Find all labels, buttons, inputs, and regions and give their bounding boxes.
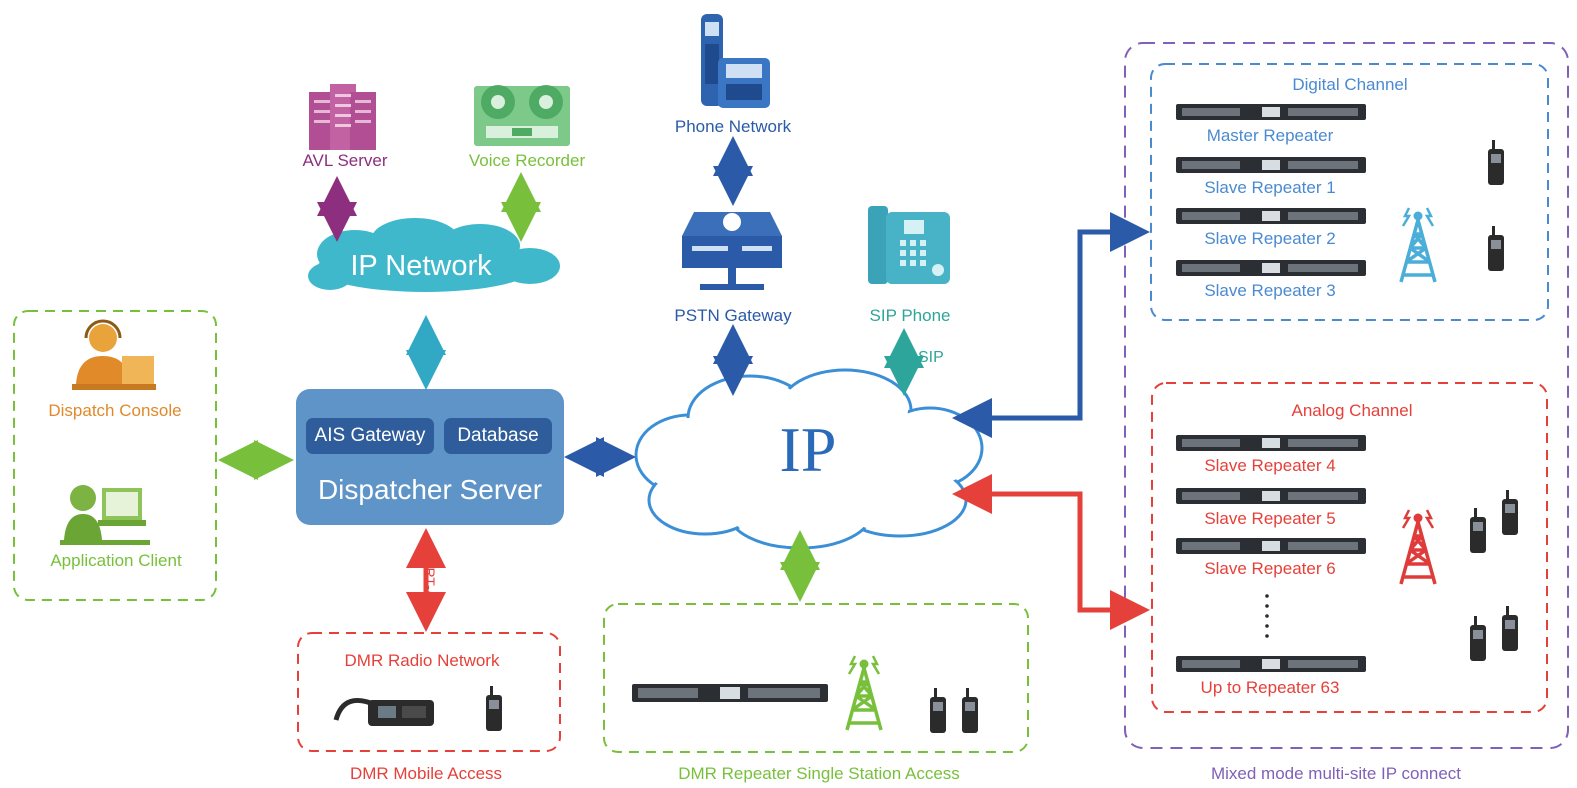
digital-repeater-label: Slave Repeater 3	[1204, 281, 1336, 300]
handheld-radio-icon	[1502, 606, 1518, 651]
repeater-unit-icon	[1176, 488, 1366, 504]
handheld-radio-icon	[1470, 616, 1486, 661]
dispatch-console-label: Dispatch Console	[48, 401, 182, 420]
analog-repeater-label: Slave Repeater 6	[1204, 559, 1336, 578]
handheld-radio-icon	[930, 688, 946, 733]
repeater-unit-icon	[1176, 656, 1366, 672]
dispatcher-server-label: Dispatcher Server	[317, 474, 543, 505]
cordless-phone-icon	[701, 14, 770, 108]
uart-api-label: UART-API	[422, 548, 438, 613]
digital-repeater-label: Master Repeater	[1206, 126, 1334, 145]
pstn-gateway-label: PSTN Gateway	[674, 306, 792, 325]
dmr-repeater-group-border	[603, 603, 1029, 753]
ip-cloud-label: IP	[779, 414, 837, 485]
radio-tower-icon	[1399, 508, 1437, 586]
analog-repeater-label: Slave Repeater 4	[1204, 456, 1336, 475]
ip-network-label: IP Network	[350, 250, 492, 282]
database-label: Database	[457, 425, 539, 446]
client-group-border	[13, 310, 217, 601]
ip-digital-channel-link	[952, 212, 1150, 438]
dispatcher-server	[296, 389, 564, 525]
handheld-radio-icon	[1470, 508, 1486, 553]
ip-network-cloud	[308, 218, 560, 292]
ais-gateway-label: AIS Gateway	[314, 425, 426, 446]
multi-site-caption: Mixed mode multi-site IP connect	[1210, 764, 1462, 783]
digital-channel-group-border	[1150, 63, 1549, 321]
database-chip: Database	[444, 418, 552, 454]
repeater-unit-icon	[1176, 260, 1366, 276]
repeater-unit-icon	[1176, 435, 1366, 451]
pstn-gateway-icon	[682, 212, 782, 290]
ais-gateway-chip: AIS Gateway	[306, 418, 434, 454]
handheld-radio-icon	[1502, 490, 1518, 535]
digital-repeater-label: Slave Repeater 2	[1204, 229, 1336, 248]
desk-phone-icon	[868, 206, 950, 284]
dmr-radio-network-title: DMR Radio Network	[344, 651, 500, 670]
sip-phone-label: SIP Phone	[869, 306, 951, 325]
handheld-radio-icon	[1488, 226, 1504, 271]
dmr-repeater-single-station-caption: DMR Repeater Single Station Access	[678, 764, 960, 783]
analog-repeater-label: Slave Repeater 5	[1204, 509, 1336, 528]
voice-recorder-label: Voice Recorder	[468, 151, 586, 170]
application-client-label: Application Client	[50, 551, 182, 570]
mobile-radio-icon	[333, 697, 434, 726]
multi-site-group-border	[1124, 42, 1569, 749]
handheld-radio-icon	[962, 688, 978, 733]
server-rack-icon	[309, 84, 376, 150]
computer-user-icon	[60, 485, 150, 545]
radio-tower-icon	[845, 654, 883, 732]
phone-network-label: Phone Network	[674, 117, 792, 136]
tape-recorder-icon	[474, 85, 570, 146]
handheld-radio-icon	[486, 686, 502, 731]
ip-analog-channel-link	[952, 474, 1150, 630]
repeater-unit-icon	[632, 684, 828, 702]
digital-channel-title: Digital Channel	[1292, 75, 1408, 94]
dmr-mobile-access-caption: DMR Mobile Access	[349, 764, 503, 783]
radio-tower-icon	[1399, 206, 1437, 284]
analog-repeater-label: Up to Repeater 63	[1200, 678, 1340, 697]
repeater-unit-icon	[1176, 104, 1366, 120]
repeater-unit-icon	[1176, 538, 1366, 554]
continuation-dots	[1265, 594, 1269, 638]
handheld-radio-icon	[1488, 140, 1504, 185]
headset-operator-icon	[72, 319, 156, 390]
repeater-unit-icon	[1176, 157, 1366, 173]
repeater-unit-icon	[1176, 208, 1366, 224]
avl-server-label: AVL Server	[302, 151, 388, 170]
analog-channel-title: Analog Channel	[1291, 401, 1413, 420]
digital-repeater-label: Slave Repeater 1	[1204, 178, 1336, 197]
dmr-radio-group-border	[297, 632, 561, 752]
sip-link-label: SIP	[918, 349, 944, 366]
